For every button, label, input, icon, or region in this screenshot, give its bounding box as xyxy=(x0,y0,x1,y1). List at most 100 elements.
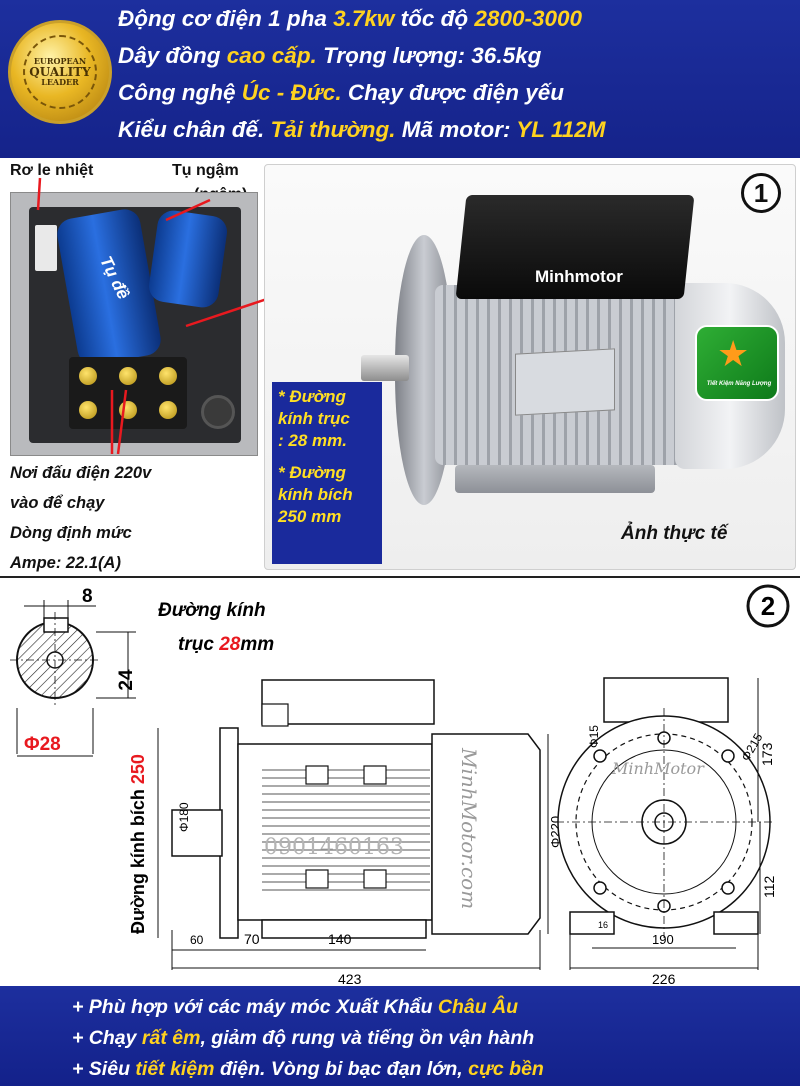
front-foot-left xyxy=(569,911,615,935)
headline-2-quality: cao cấp. xyxy=(226,43,317,68)
section-number-badge xyxy=(746,584,790,628)
headline-1-text: Động cơ điện 1 pha xyxy=(118,6,334,31)
side-fins xyxy=(262,769,430,891)
shaft-keyway xyxy=(43,617,69,633)
wiring-note-line: vào để chạy xyxy=(10,494,105,512)
dim-phi15: Φ15 xyxy=(587,725,601,748)
dim-112: 112 xyxy=(761,875,777,898)
footer-2-text: + Chạy xyxy=(72,1027,142,1049)
spec-line: * Đường xyxy=(278,387,346,406)
terminal-block-icon xyxy=(69,357,187,429)
spec-line: : 28 mm. xyxy=(278,431,347,450)
spec-line: 250 mm xyxy=(278,507,342,526)
motor-feet-icon xyxy=(455,465,655,493)
photo-caption: Ảnh thực tế xyxy=(621,523,728,544)
footer-line-1: + Phù hợp với các máy móc Xuất Khẩu Châu… xyxy=(72,992,800,1023)
bolt-hole-icon xyxy=(593,749,607,763)
side-body xyxy=(237,743,433,921)
dim-70: 70 xyxy=(244,931,260,947)
dim-226: 226 xyxy=(652,971,676,987)
flange-label-value: 250 xyxy=(128,754,148,784)
bolt-hole-icon xyxy=(721,881,735,895)
headline-4-code-label: Mã motor: xyxy=(395,117,517,142)
badge-ring: EUROPEAN QUALITY LEADER xyxy=(23,35,97,109)
dim-140: 140 xyxy=(328,931,352,947)
footer-3-rest: điện. Vòng bi bạc đạn lớn, xyxy=(214,1058,469,1080)
shaft-title-text: trục xyxy=(178,634,219,655)
terminal-screw-icon xyxy=(159,401,177,419)
headline-1-speed: 2800-3000 xyxy=(474,6,583,31)
bolt-hole-icon xyxy=(593,881,607,895)
headline-1-speed-label: tốc độ xyxy=(394,6,475,31)
side-feet xyxy=(261,919,427,939)
nameplate-icon xyxy=(515,348,615,416)
side-lug xyxy=(305,765,329,785)
footer-3-text: + Siêu xyxy=(72,1058,136,1080)
headline-4-code: YL 112M xyxy=(516,117,606,142)
shaft-title-value: 28 xyxy=(218,634,241,655)
dim-173: 173 xyxy=(759,742,775,766)
dim-key-height: 24 xyxy=(116,669,137,691)
side-terminal-box xyxy=(261,679,435,725)
terminal-box-interior: Tụ đề xyxy=(29,206,241,443)
star-icon: ★ xyxy=(717,333,750,374)
quality-badge-icon: EUROPEAN QUALITY LEADER xyxy=(8,20,112,124)
badge-text-european: EUROPEAN xyxy=(33,56,87,67)
footer-2-rest: , giảm độ rung và tiếng ồn vận hành xyxy=(200,1027,535,1049)
sticker-text: Tiết Kiệm Năng Lượng xyxy=(706,381,772,387)
section-number-badge: 1 xyxy=(741,173,781,213)
dim-shaft-diameter: Φ28 xyxy=(24,734,61,755)
section-number: 2 xyxy=(761,591,775,621)
terminal-screw-icon xyxy=(119,367,137,385)
footer-2-highlight: rất êm xyxy=(141,1027,201,1049)
headline-4-text: Kiểu chân đế. xyxy=(118,117,271,142)
flange-diameter-label: Đường kính bích 250 xyxy=(128,754,148,934)
side-gland xyxy=(261,703,289,727)
badge-text-leader: LEADER xyxy=(41,77,79,88)
bolt-hole-icon xyxy=(721,749,735,763)
terminal-screw-icon xyxy=(119,401,137,419)
side-lug xyxy=(305,869,329,889)
headline-3-tech: Úc - Đức. xyxy=(241,80,342,105)
headline-2-text: Dây đồng xyxy=(118,43,227,68)
headline-line-1: Động cơ điện 1 pha 3.7kw tốc độ 2800-300… xyxy=(118,6,582,32)
headline-line-3: Công nghệ Úc - Đức. Chạy được điện yếu xyxy=(118,80,564,106)
dim-60: 60 xyxy=(190,933,204,947)
footer-line-3: + Siêu tiết kiệm điện. Vòng bi bạc đạn l… xyxy=(72,1054,800,1085)
headline-2-weight: Trọng lượng: 36.5kg xyxy=(316,43,542,68)
side-view-drawing: MinhMotor.com 0901460163 Đường kính bích… xyxy=(128,679,563,987)
footer-1-text: + Phù hợp với các máy móc Xuất Khẩu xyxy=(72,996,438,1018)
cable-gland-icon xyxy=(201,395,235,429)
dim-phi180: Φ180 xyxy=(177,802,191,832)
spec-line: kính bích xyxy=(278,485,353,504)
dim-16: 16 xyxy=(598,920,608,930)
wiring-note-line: Ampe: 22.1(A) xyxy=(10,554,121,572)
brand-watermark-front: MinhMotor xyxy=(611,759,705,778)
side-lug xyxy=(363,765,387,785)
terminal-box-photo: Tụ đề xyxy=(10,192,258,456)
section-dimension-drawing: 8 24 Φ28 Đường kính trục 28mm 2 xyxy=(0,578,800,988)
dim-190: 190 xyxy=(652,932,674,947)
run-capacitor-icon xyxy=(146,208,230,310)
side-fan-cover xyxy=(431,733,541,935)
footer-1-highlight: Châu Âu xyxy=(437,996,519,1018)
thermal-relay-icon xyxy=(35,225,57,271)
spec-box: * Đường kính trục : 28 mm. * Đường kính … xyxy=(272,382,382,564)
badge-text-quality: QUALITY xyxy=(29,64,91,79)
section-real-photo: Rơ le nhiệt Tụ ngậm (ngậm) Tụ đề xyxy=(0,158,800,578)
headline-line-4: Kiểu chân đế. Tải thường. Mã motor: YL 1… xyxy=(118,117,606,143)
front-terminal-box xyxy=(603,677,729,723)
brand-watermark: MinhMotor.com xyxy=(457,747,481,909)
spec-line: kính trục xyxy=(278,409,350,428)
headline-4-load: Tải thường. xyxy=(270,117,396,142)
motor-photo: 1 Minhmotor ★ Tiết Kiệm Năng Lượng Ảnh t… xyxy=(264,164,796,570)
wiring-note: Nơi đấu điện 220v vào để chạy Dòng định … xyxy=(10,458,151,578)
shaft-section-drawing: 8 24 Φ28 xyxy=(10,586,137,757)
flange-label-text: Đường kính bích xyxy=(128,784,148,934)
footer-3-highlight-2: cực bền xyxy=(468,1058,544,1080)
footer-banner: + Phù hợp với các máy móc Xuất Khẩu Châu… xyxy=(0,986,800,1086)
terminal-screw-icon xyxy=(159,367,177,385)
footer-line-2: + Chạy rất êm, giảm độ rung và tiếng ồn … xyxy=(72,1023,800,1054)
front-view-drawing: MinhMotor Φ15 Φ215 173 112 16 190 226 xyxy=(556,677,777,987)
